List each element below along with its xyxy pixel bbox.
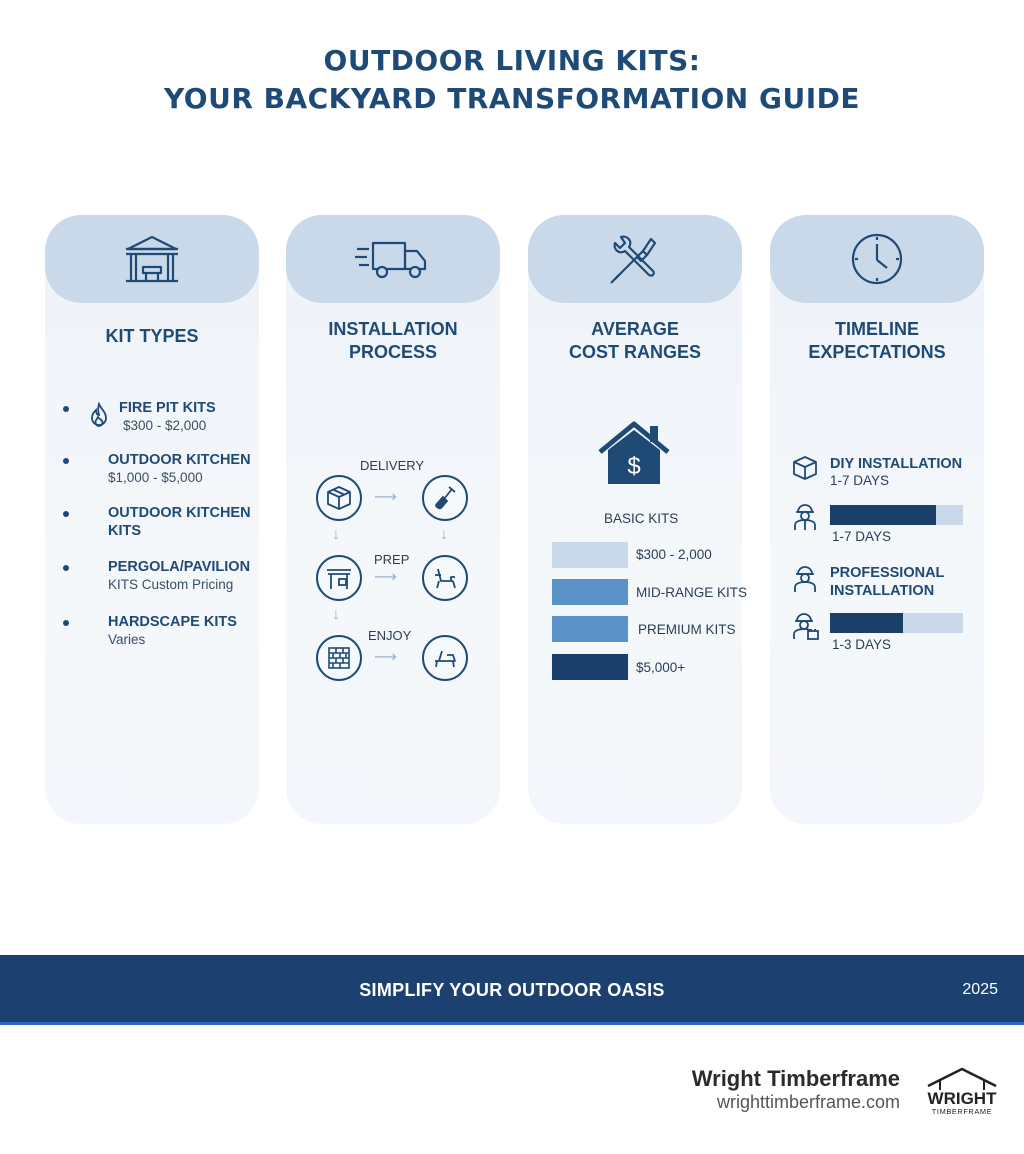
- installation-title: INSTALLATION PROCESS: [286, 318, 500, 364]
- arrow-right: ⟶: [374, 569, 397, 586]
- brand-name: Wright Timberframe: [691, 1066, 900, 1091]
- tools-icon: [610, 235, 657, 284]
- footer-band: SIMPLIFY YOUR OUTDOOR OASIS 2025: [0, 955, 1024, 1025]
- logo-subword: TIMBERFRAME: [932, 1107, 992, 1116]
- pro-timeline-fill: [830, 613, 904, 633]
- kit-types-title: KIT TYPES: [105, 326, 199, 346]
- cost-title-line1: AVERAGE: [591, 319, 679, 339]
- hardhat-icon: [794, 566, 816, 592]
- step-circle: [316, 555, 362, 601]
- page-title-line1: OUTDOOR LIVING KITS:: [323, 44, 701, 77]
- cost-bar-2: [552, 616, 628, 642]
- arrow-down: ↓: [332, 606, 340, 623]
- bullet: [63, 511, 69, 517]
- step-circle: [316, 475, 362, 521]
- chair-icon: [435, 568, 456, 589]
- delivery-truck-icon: [355, 241, 427, 279]
- cost-bar-3: [552, 654, 628, 680]
- kit-name-continued: KITS: [108, 523, 142, 539]
- installation-title-line1: INSTALLATION: [328, 319, 458, 339]
- cost-label-0: $300 - 2,000: [636, 547, 712, 562]
- cost-title-line2: COST RANGES: [568, 342, 701, 362]
- diy-name: DIY INSTALLATION: [830, 456, 963, 472]
- kit-types-card: KIT TYPES FIRE PIT KITS $300 - $2,000 OU…: [45, 215, 259, 824]
- bullet: [63, 620, 69, 626]
- wright-timberframe-logo: WRIGHT TIMBERFRAME: [927, 1067, 998, 1116]
- clock-icon: [851, 233, 903, 285]
- step-delivery-label: DELIVERY: [360, 458, 425, 473]
- installation-header: [286, 215, 500, 303]
- cost-label-2: PREMIUM KITS: [638, 622, 736, 637]
- step-enjoy-label: ENJOY: [368, 628, 412, 643]
- installation-card: INSTALLATION PROCESS DELIVERY PREP ENJOY: [286, 215, 500, 824]
- logo-word: WRIGHT: [928, 1089, 998, 1108]
- lounge-chair-icon: [435, 650, 456, 668]
- kit-types-header: [45, 215, 259, 303]
- page-title-line2: YOUR BACKYARD TRANSFORMATION GUIDE: [164, 82, 860, 115]
- kit-name: OUTDOOR KITCHEN: [108, 452, 251, 468]
- pro-name-line2: INSTALLATION: [830, 583, 935, 599]
- bullet: [63, 406, 69, 412]
- shovel-icon: [435, 486, 456, 510]
- arrow-right: ⟶: [374, 489, 397, 506]
- bullet: [63, 565, 69, 571]
- gazebo-icon: [126, 235, 178, 283]
- step-circle: [316, 635, 362, 681]
- svg-text:$: $: [627, 453, 640, 480]
- installer-icon: [793, 613, 819, 640]
- arrow-down: ↓: [332, 526, 340, 543]
- cost-label-1: MID-RANGE KITS: [636, 585, 748, 600]
- kit-name: FIRE PIT KITS: [119, 400, 216, 416]
- kit-price: Varies: [108, 632, 146, 647]
- bullet: [63, 458, 69, 464]
- package-icon: [327, 486, 351, 510]
- kit-price: $1,000 - $5,000: [108, 470, 203, 485]
- diy-timeline-bar: [830, 505, 963, 525]
- house-dollar-icon: $: [598, 421, 670, 484]
- pro-name: PROFESSIONAL INSTALLATION: [830, 564, 944, 600]
- cost-header: [528, 215, 742, 303]
- pro-name-line1: PROFESSIONAL: [830, 565, 945, 581]
- footer-tagline: SIMPLIFY YOUR OUTDOOR OASIS: [359, 980, 665, 1000]
- timeline-title-line2: EXPECTATIONS: [808, 342, 946, 362]
- step-circle: [422, 475, 468, 521]
- step-circle: [422, 555, 468, 601]
- cost-card: AVERAGE COST RANGES $ BASIC KITS $300 - …: [528, 215, 747, 824]
- kit-name: PERGOLA/PAVILION: [108, 559, 251, 575]
- kit-price: KITS Custom Pricing: [108, 577, 234, 592]
- diy-timeline-fill: [830, 505, 937, 525]
- diy-bar-label: 1-7 DAYS: [832, 529, 892, 544]
- flame-icon: [91, 402, 107, 427]
- arrow-down: ↓: [440, 526, 448, 543]
- cost-label-3: $5,000+: [636, 660, 686, 675]
- pro-timeline-bar: [830, 613, 963, 633]
- brand-url[interactable]: wrighttimberframe.com: [716, 1092, 900, 1112]
- footer-year: 2025: [962, 981, 998, 998]
- arrow-right: ⟶: [374, 649, 397, 666]
- pergola-icon: [327, 569, 351, 589]
- box-icon: [793, 456, 817, 480]
- worker-icon: [794, 504, 816, 530]
- cost-bar-0: [552, 542, 628, 568]
- cost-bar-1: [552, 579, 628, 605]
- brick-icon: [328, 647, 350, 669]
- step-circle: [422, 635, 468, 681]
- diy-days: 1-7 DAYS: [830, 473, 890, 488]
- kit-name: HARDSCAPE KITS: [108, 614, 237, 630]
- cost-title: AVERAGE COST RANGES: [528, 318, 742, 364]
- timeline-card: TIMELINE EXPECTATIONS DIY INSTALLATION 1…: [770, 215, 984, 824]
- installation-title-line2: PROCESS: [348, 342, 438, 362]
- timeline-header: [770, 215, 984, 303]
- cost-caption: BASIC KITS: [604, 511, 679, 526]
- step-prep-label: PREP: [374, 552, 410, 567]
- timeline-title-line1: TIMELINE: [835, 319, 919, 339]
- timeline-title: TIMELINE EXPECTATIONS: [770, 318, 984, 364]
- kit-name: OUTDOOR KITCHEN: [108, 505, 251, 521]
- pro-bar-label: 1-3 DAYS: [832, 637, 892, 652]
- kit-price: $300 - $2,000: [123, 418, 207, 433]
- page-title: OUTDOOR LIVING KITS: YOUR BACKYARD TRANS…: [0, 42, 1024, 118]
